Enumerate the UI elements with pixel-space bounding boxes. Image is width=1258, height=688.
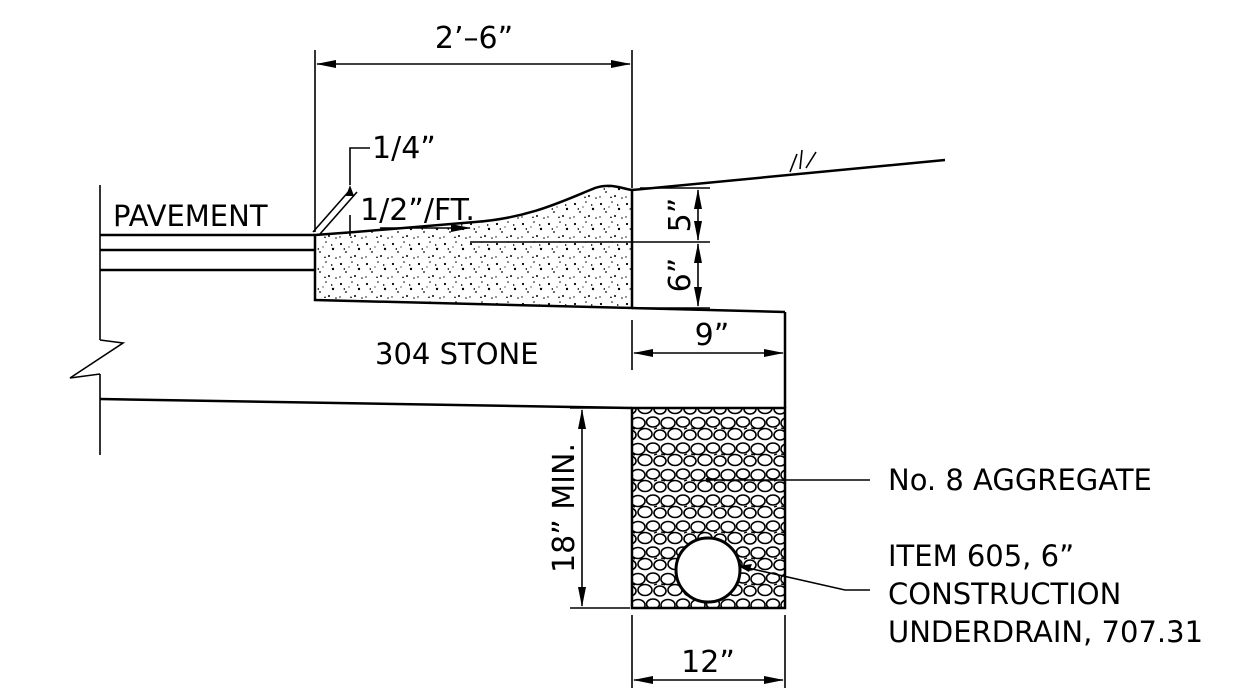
dim-top-width-text: 2’–6” bbox=[435, 21, 513, 56]
underdrain-pipe bbox=[674, 536, 742, 604]
dim-lip-drop-text: 1/4” bbox=[372, 131, 436, 166]
pavement-label: PAVEMENT bbox=[113, 199, 268, 233]
stone-label: 304 STONE bbox=[375, 337, 539, 371]
pavement-lines bbox=[100, 233, 315, 272]
underdrain-label-line3: UNDERDRAIN, 707.31 bbox=[888, 615, 1203, 649]
aggregate-callout: No. 8 AGGREGATE bbox=[705, 463, 1152, 497]
dim-stone-extension: 9” bbox=[631, 318, 784, 370]
dim-lip-drop: 1/4” bbox=[312, 131, 436, 236]
dim-lower-depth-text: 6” bbox=[663, 258, 698, 293]
grass-tuft-icon bbox=[789, 149, 817, 173]
dim-cross-slope: 1/2”/FT. bbox=[360, 193, 710, 243]
underdrain-label-line1: ITEM 605, 6” bbox=[888, 539, 1074, 573]
concrete-gutter bbox=[313, 184, 634, 310]
dim-depths: 5” 6” bbox=[640, 187, 710, 309]
dim-upper-depth-text: 5” bbox=[663, 198, 698, 233]
break-line bbox=[69, 185, 126, 455]
ground-line bbox=[631, 158, 946, 192]
underdrain-callout: ITEM 605, 6” CONSTRUCTION UNDERDRAIN, 70… bbox=[738, 539, 1203, 649]
dim-stone-extension-text: 9” bbox=[695, 318, 730, 353]
aggregate-label: No. 8 AGGREGATE bbox=[888, 463, 1152, 497]
dim-trench-depth-text: 18” MIN. bbox=[547, 443, 582, 573]
dim-trench-width: 12” bbox=[631, 615, 786, 688]
underdrain-label-line2: CONSTRUCTION bbox=[888, 577, 1121, 611]
dim-cross-slope-text: 1/2”/FT. bbox=[360, 193, 475, 228]
dim-top-width: 2’–6” bbox=[314, 21, 633, 232]
dim-trench-depth: 18” MIN. bbox=[547, 407, 630, 609]
dim-trench-width-text: 12” bbox=[681, 645, 735, 680]
